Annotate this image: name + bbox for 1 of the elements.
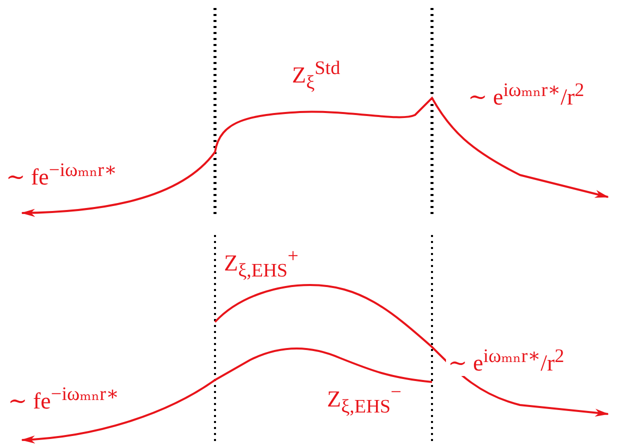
math-label: ∼ e$^{iωₘₙr∗}$/r$^{2}$ — [446, 346, 566, 376]
